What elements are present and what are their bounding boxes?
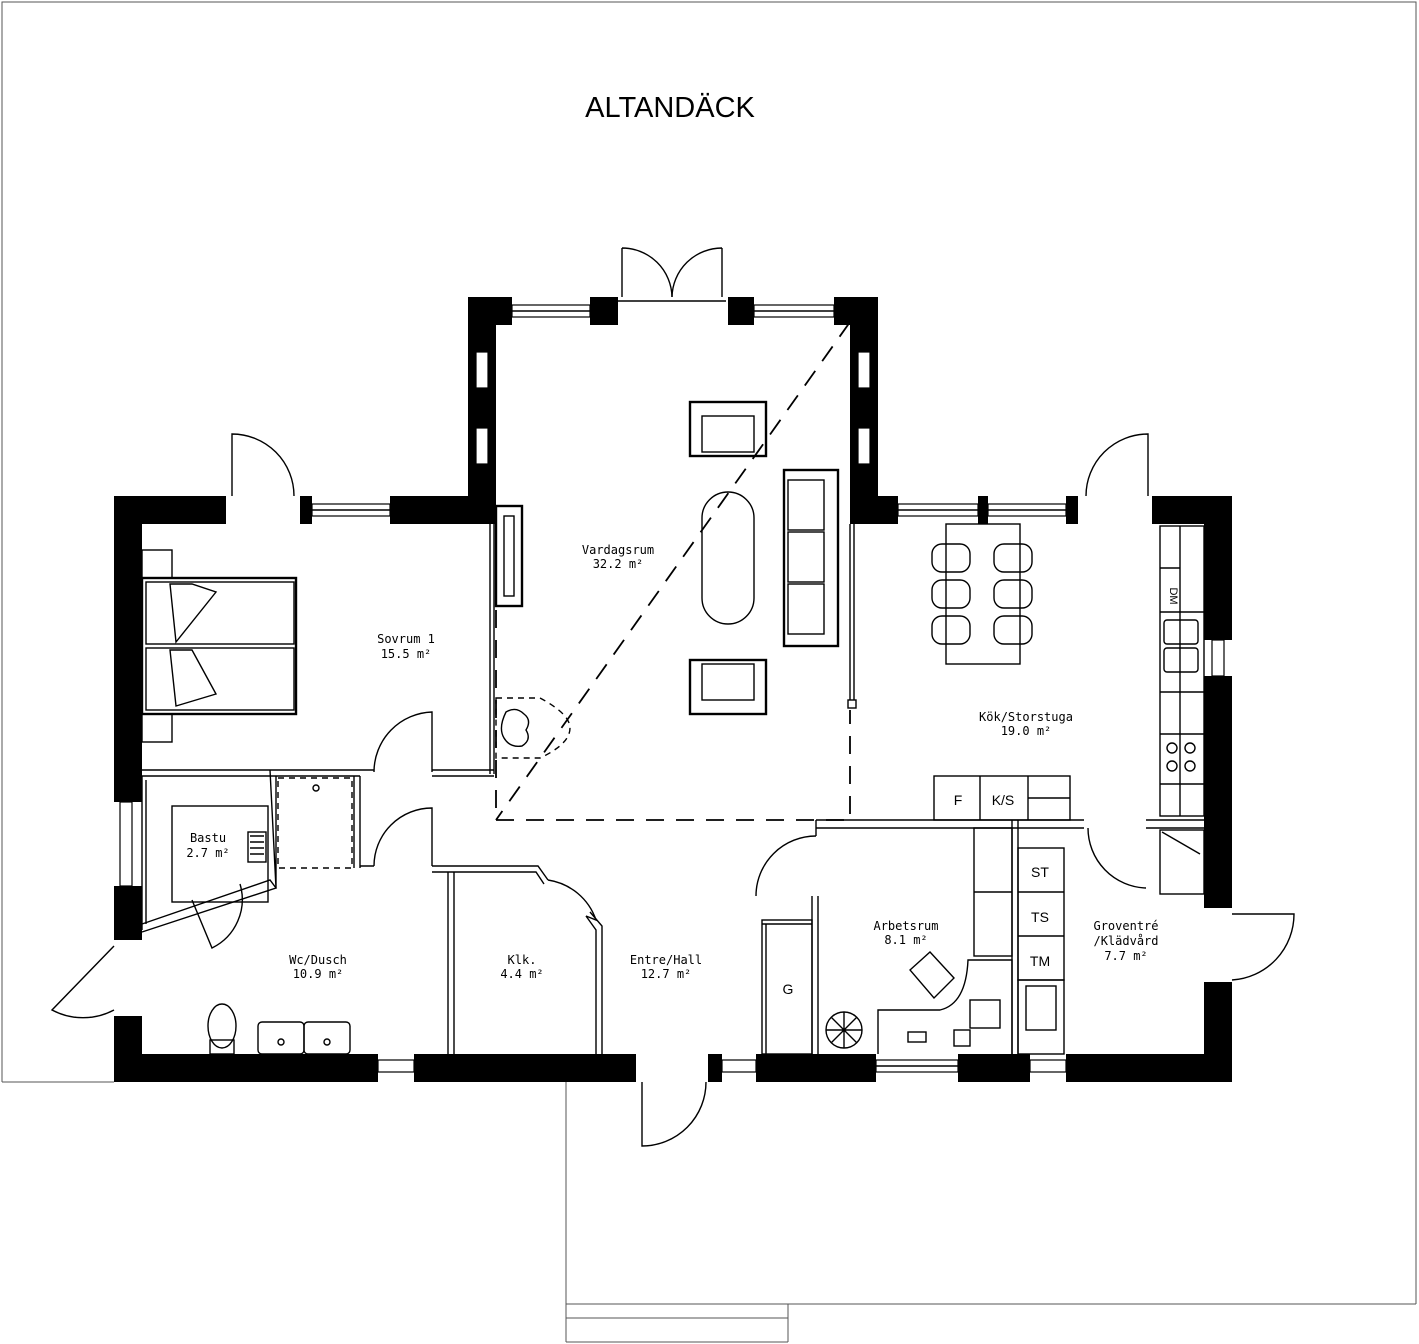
room-label-arbetsrum: Arbetsrum 8.1 m² xyxy=(873,919,938,947)
dryer-cabinet-label: ST xyxy=(1031,864,1049,880)
kitchen-furniture xyxy=(931,523,1205,895)
terrace-title: ALTANDÄCK xyxy=(585,92,755,124)
room-label-wc: Wc/Dusch 10.9 m² xyxy=(289,953,347,981)
svg-text:Entre/Hall: Entre/Hall xyxy=(630,953,702,967)
double-bed xyxy=(140,549,298,743)
svg-text:Vardagsrum: Vardagsrum xyxy=(582,543,654,557)
washer-label: TM xyxy=(1030,953,1050,969)
svg-text:Kök/Storstuga: Kök/Storstuga xyxy=(979,710,1073,724)
svg-text:Arbetsrum: Arbetsrum xyxy=(873,919,938,933)
dryer-label: TS xyxy=(1031,909,1049,925)
svg-text:Groventré: Groventré xyxy=(1093,919,1158,933)
office-furniture xyxy=(761,827,1013,1055)
dishwasher-label: DM xyxy=(1167,587,1179,604)
svg-text:19.0 m²: 19.0 m² xyxy=(1001,724,1052,738)
fridge-freezer-label: K/S xyxy=(992,792,1015,808)
svg-text:7.7 m²: 7.7 m² xyxy=(1104,949,1147,963)
room-label-kok: Kök/Storstuga 19.0 m² xyxy=(979,710,1073,738)
svg-text:4.4 m²: 4.4 m² xyxy=(500,967,543,981)
room-label-klk: Klk. 4.4 m² xyxy=(500,953,543,981)
laundry-furniture xyxy=(1017,847,1065,1055)
roof-overhang-line xyxy=(495,321,851,821)
plant-icon xyxy=(825,1011,863,1049)
svg-text:Bastu: Bastu xyxy=(190,831,226,845)
windows xyxy=(119,304,1225,1073)
sauna-bathroom-furniture xyxy=(207,777,353,1055)
walls xyxy=(114,297,1232,1082)
svg-text:/Klädvård: /Klädvård xyxy=(1093,934,1158,948)
svg-text:15.5 m²: 15.5 m² xyxy=(381,647,432,661)
living-room-furniture xyxy=(494,400,840,759)
svg-text:Klk.: Klk. xyxy=(508,953,537,967)
fridge-label: F xyxy=(954,792,963,808)
wardrobe-label: G xyxy=(783,981,794,997)
room-label-bastu: Bastu 2.7 m² xyxy=(186,831,229,860)
room-label-vardagsrum: Vardagsrum 32.2 m² xyxy=(582,543,654,571)
svg-text:10.9 m²: 10.9 m² xyxy=(293,967,344,981)
doors xyxy=(50,247,1295,1147)
chairs xyxy=(931,543,1033,645)
svg-text:8.1 m²: 8.1 m² xyxy=(884,933,927,947)
room-label-sovrum: Sovrum 1 15.5 m² xyxy=(377,632,435,661)
svg-text:32.2 m²: 32.2 m² xyxy=(593,557,644,571)
svg-text:Wc/Dusch: Wc/Dusch xyxy=(289,953,347,967)
svg-text:Sovrum 1: Sovrum 1 xyxy=(377,632,435,646)
room-label-groventre: Groventré /Klädvård 7.7 m² xyxy=(1093,919,1158,963)
svg-text:12.7 m²: 12.7 m² xyxy=(641,967,692,981)
room-label-entre: Entre/Hall 12.7 m² xyxy=(630,953,702,981)
svg-text:2.7 m²: 2.7 m² xyxy=(186,846,229,860)
